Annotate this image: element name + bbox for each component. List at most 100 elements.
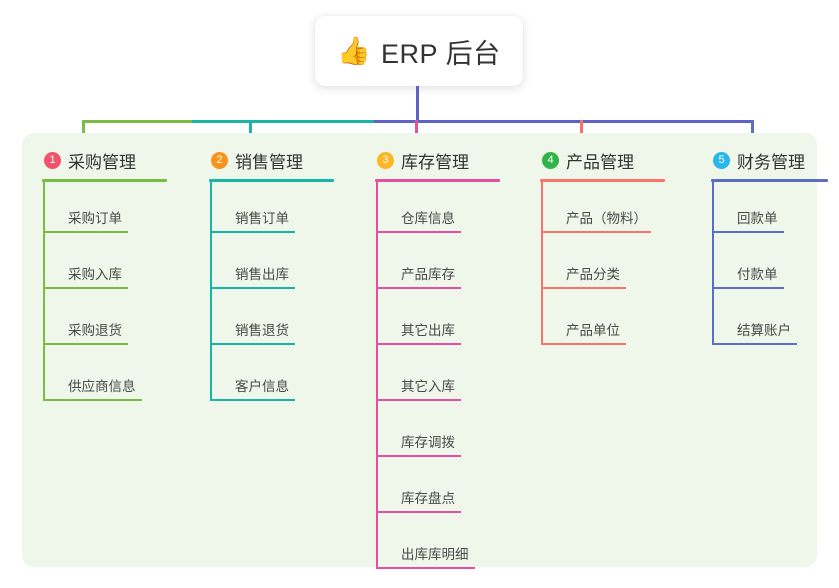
menu-item-rule — [210, 399, 295, 401]
menu-item-label: 产品单位 — [566, 323, 620, 338]
menu-item[interactable]: 出库库明细 — [375, 518, 500, 574]
menu-item[interactable]: 客户信息 — [209, 350, 334, 406]
menu-item-rule — [712, 231, 784, 233]
column-title-5: 财务管理 — [737, 152, 805, 172]
menu-item[interactable]: 其它入库 — [375, 350, 500, 406]
menu-item-rule — [541, 287, 626, 289]
column-items-1: 采购订单采购入库采购退货供应商信息 — [42, 182, 167, 406]
column-spine-2 — [210, 182, 212, 401]
menu-item-rule — [210, 343, 295, 345]
menu-item-rule — [376, 399, 461, 401]
column-3: 3 库存管理仓库信息产品库存其它出库其它入库库存调拨库存盘点出库库明细 — [375, 145, 500, 574]
column-rule-1 — [42, 179, 167, 182]
column-title-2: 销售管理 — [235, 152, 303, 172]
bus-indigo — [374, 120, 751, 123]
column-title-1: 采购管理 — [68, 152, 136, 172]
menu-item-label: 销售订单 — [235, 211, 289, 226]
menu-item-rule — [376, 231, 461, 233]
menu-item-label: 其它出库 — [401, 323, 455, 338]
column-rule-5 — [711, 179, 828, 182]
menu-item[interactable]: 采购入库 — [42, 238, 167, 294]
menu-item-label: 采购订单 — [68, 211, 122, 226]
column-spine-5 — [712, 182, 714, 345]
root-title: ERP 后台 — [381, 38, 501, 69]
menu-item-label: 供应商信息 — [68, 379, 136, 394]
root-stem — [416, 86, 419, 123]
menu-item[interactable]: 仓库信息 — [375, 182, 500, 238]
column-5: 5 财务管理回款单付款单结算账户 — [711, 145, 828, 350]
menu-item-rule — [43, 231, 128, 233]
menu-item-rule — [376, 567, 475, 569]
menu-item-label: 库存盘点 — [401, 491, 455, 506]
menu-item-rule — [376, 287, 461, 289]
menu-item[interactable]: 库存盘点 — [375, 462, 500, 518]
thumbs-up-icon: 👍 — [337, 35, 372, 66]
menu-item-label: 产品库存 — [401, 267, 455, 282]
column-header-1[interactable]: 1 采购管理 — [42, 145, 167, 175]
menu-item[interactable]: 付款单 — [711, 238, 828, 294]
menu-item-label: 产品（物料） — [566, 211, 647, 226]
column-badge-3: 3 — [377, 151, 394, 169]
column-items-4: 产品（物料） 产品分类产品单位 — [540, 182, 665, 350]
menu-item-rule — [541, 343, 626, 345]
menu-item-rule — [210, 231, 295, 233]
column-4: 4 产品管理产品（物料） 产品分类产品单位 — [540, 145, 665, 350]
column-header-2[interactable]: 2 销售管理 — [209, 145, 334, 175]
menu-item-label: 销售出库 — [235, 267, 289, 282]
menu-item[interactable]: 采购订单 — [42, 182, 167, 238]
column-title-3: 库存管理 — [401, 152, 469, 172]
bus-green — [82, 120, 192, 123]
root-node[interactable]: 👍 ERP 后台 — [315, 16, 523, 86]
menu-item[interactable]: 销售订单 — [209, 182, 334, 238]
bus-teal — [192, 120, 374, 123]
menu-item-label: 付款单 — [737, 267, 778, 282]
column-header-5[interactable]: 5 财务管理 — [711, 145, 828, 175]
menu-item-label: 采购退货 — [68, 323, 122, 338]
column-rule-4 — [540, 179, 665, 182]
column-1: 1 采购管理采购订单采购入库采购退货供应商信息 — [42, 145, 167, 406]
column-header-4[interactable]: 4 产品管理 — [540, 145, 665, 175]
menu-item[interactable]: 产品（物料） — [540, 182, 665, 238]
column-badge-5: 5 — [713, 151, 730, 169]
menu-item[interactable]: 销售出库 — [209, 238, 334, 294]
menu-item-rule — [43, 343, 128, 345]
column-2: 2 销售管理销售订单销售出库销售退货客户信息 — [209, 145, 334, 406]
column-spine-4 — [541, 182, 543, 345]
column-items-3: 仓库信息产品库存其它出库其它入库库存调拨库存盘点出库库明细 — [375, 182, 500, 574]
column-title-4: 产品管理 — [566, 152, 634, 172]
column-spine-1 — [43, 182, 45, 401]
column-header-3[interactable]: 3 库存管理 — [375, 145, 500, 175]
menu-item[interactable]: 其它出库 — [375, 294, 500, 350]
menu-item[interactable]: 供应商信息 — [42, 350, 167, 406]
menu-item-label: 其它入库 — [401, 379, 455, 394]
menu-item-label: 库存调拨 — [401, 435, 455, 450]
column-badge-2: 2 — [211, 151, 228, 169]
menu-item[interactable]: 回款单 — [711, 182, 828, 238]
menu-item[interactable]: 库存调拨 — [375, 406, 500, 462]
menu-item[interactable]: 产品库存 — [375, 238, 500, 294]
menu-item[interactable]: 结算账户 — [711, 294, 828, 350]
menu-item-rule — [43, 399, 142, 401]
menu-item-label: 结算账户 — [737, 323, 791, 338]
column-items-5: 回款单付款单结算账户 — [711, 182, 828, 350]
menu-item-rule — [376, 511, 461, 513]
menu-item[interactable]: 产品单位 — [540, 294, 665, 350]
menu-item[interactable]: 采购退货 — [42, 294, 167, 350]
menu-item-label: 客户信息 — [235, 379, 289, 394]
menu-item-rule — [712, 343, 797, 345]
menu-item-label: 产品分类 — [566, 267, 620, 282]
column-rule-3 — [375, 179, 500, 182]
menu-item[interactable]: 销售退货 — [209, 294, 334, 350]
column-spine-3 — [376, 182, 378, 569]
menu-item-rule — [712, 287, 784, 289]
menu-item-label: 回款单 — [737, 211, 778, 226]
column-badge-4: 4 — [542, 151, 559, 169]
menu-item-rule — [541, 231, 651, 233]
menu-item[interactable]: 产品分类 — [540, 238, 665, 294]
menu-item-label: 销售退货 — [235, 323, 289, 338]
menu-item-rule — [43, 287, 128, 289]
column-badge-1: 1 — [44, 151, 61, 169]
content-panel: 1 采购管理采购订单采购入库采购退货供应商信息 2 销售管理销售订单销售出库销售退货客… — [22, 133, 828, 569]
menu-item-label: 出库库明细 — [401, 547, 469, 562]
